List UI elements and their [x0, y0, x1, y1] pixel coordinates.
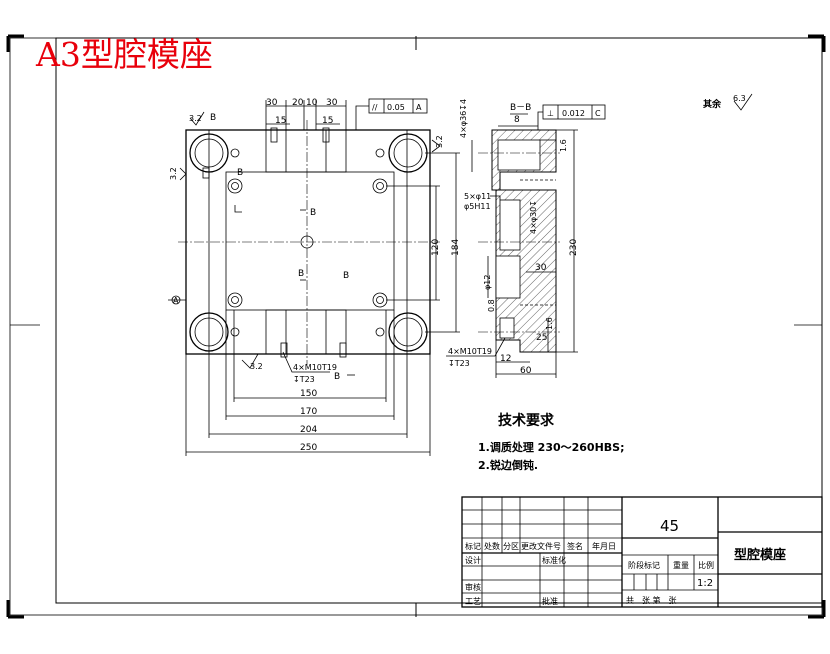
right-dim-1: 120	[431, 239, 441, 256]
tb-header: 年月日	[592, 541, 616, 551]
section-view: B－B 8 ⊥ 0.012 C 230	[446, 99, 606, 378]
top-dim-2: 20	[292, 98, 304, 108]
tb-weight-label: 重量	[673, 560, 689, 570]
tech-requirements: 技术要求 1.调质处理 230～260HBS; 2.锐边倒钝.	[478, 412, 625, 472]
bottom-dim-3: 204	[300, 425, 317, 435]
tb-scale-value: 1:2	[697, 578, 713, 589]
other-finish: 其余 6.3	[703, 93, 753, 111]
guide-hole-tr	[388, 133, 428, 173]
thread-note: ↧T23	[293, 375, 315, 384]
tb-role: 审核	[465, 582, 481, 592]
section-bottom-dim: 60	[520, 366, 532, 376]
tech-item-1: 1.调质处理 230～260HBS;	[478, 440, 625, 454]
bottom-dim-4: 250	[300, 443, 317, 453]
tb-role: 设计	[465, 555, 481, 565]
flatness-frame: // 0.05 A	[355, 98, 428, 130]
section-right-dim: 230	[569, 239, 579, 256]
tb-header: 标记	[465, 541, 481, 551]
svg-text:0.012: 0.012	[562, 109, 585, 118]
roughness-value: 3.2	[189, 114, 202, 123]
tech-item-2: 2.锐边倒钝.	[478, 458, 538, 472]
tb-role: 批准	[542, 596, 558, 606]
svg-text:0.05: 0.05	[387, 103, 405, 112]
section-thread-note: 4×M10T19	[448, 347, 492, 356]
top-dim-3: 10	[306, 98, 318, 108]
section-roughness: 1.6	[559, 139, 568, 152]
svg-text:A: A	[416, 103, 422, 112]
svg-text://: //	[372, 103, 378, 112]
roughness-value: 3.2	[250, 362, 263, 371]
section-mark: B	[310, 208, 316, 218]
section-mark: B	[298, 269, 304, 279]
section-thread-note: ↧T23	[448, 359, 470, 368]
section-note: φ5H11	[464, 202, 491, 211]
section-mark: B	[343, 271, 349, 281]
top-dim-1: 30	[266, 98, 278, 108]
roughness-value: 3.2	[169, 167, 178, 180]
tb-stage-label: 阶段标记	[628, 560, 660, 570]
bottom-dim-1: 150	[300, 389, 317, 399]
section-mark: B	[210, 113, 216, 123]
tb-header: 签名	[567, 541, 583, 551]
tb-header: 分区	[503, 542, 519, 551]
section-right-dim: 25	[536, 333, 547, 343]
section-roughness: 1.6	[545, 317, 554, 330]
tb-role: 标准化	[542, 555, 566, 565]
section-note: φ12	[483, 275, 492, 290]
svg-text:C: C	[595, 109, 601, 118]
perpendicularity-frame: ⊥ 0.012 C	[537, 104, 606, 130]
title-block: 标记 处数 分区 更改文件号 签名 年月日 设计 标准化 审核 工艺 批准 45…	[461, 496, 823, 608]
sub-dim-2: 15	[322, 116, 333, 126]
guide-hole-br	[388, 312, 428, 352]
svg-text:⊥: ⊥	[547, 109, 554, 118]
section-right-dim: 30	[535, 263, 547, 273]
other-finish-value: 6.3	[733, 94, 746, 103]
section-note: 4×φ36↧4	[459, 99, 468, 138]
tb-sheets: 共 张 第 张	[626, 595, 677, 605]
tb-part-name: 型腔模座	[734, 547, 786, 563]
section-title: B－B	[510, 103, 531, 113]
thread-note: 4×M10T19	[293, 363, 337, 372]
datum-label: A	[173, 296, 179, 305]
section-dim: 8	[514, 115, 520, 125]
other-finish-label: 其余	[703, 98, 722, 110]
tb-scale-label: 比例	[698, 560, 714, 570]
plan-view: 30 20 10 30 15 15 // 0.05 A B B B B B B …	[168, 98, 461, 456]
guide-hole-bl	[189, 312, 229, 352]
outer-frame	[6, 34, 826, 619]
roughness-value: 3.2	[435, 135, 444, 148]
tb-role: 工艺	[465, 597, 481, 606]
tb-header: 更改文件号	[521, 541, 561, 551]
drawing-title: A3型腔模座	[36, 35, 213, 74]
tb-material: 45	[660, 517, 679, 535]
section-note: 4×φ30↧	[529, 200, 538, 234]
section-mark: B	[237, 168, 243, 178]
right-dim-2: 184	[451, 239, 461, 256]
section-note: 5×φ11	[464, 192, 491, 201]
section-roughness: 0.8	[487, 299, 496, 312]
tb-header: 处数	[484, 541, 500, 551]
section-mark: B	[334, 372, 340, 382]
bottom-dim-2: 170	[300, 407, 317, 417]
sub-dim-1: 15	[275, 116, 286, 126]
top-dim-4: 30	[326, 98, 338, 108]
tech-heading: 技术要求	[498, 412, 555, 429]
section-bottom-dim: 12	[500, 354, 511, 364]
